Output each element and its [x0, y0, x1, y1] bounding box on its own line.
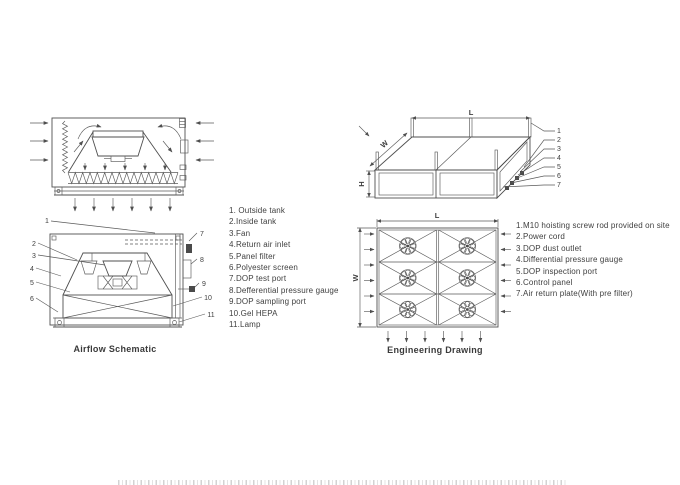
return-filter-coil: [61, 120, 69, 174]
callout-1: 1: [45, 218, 49, 225]
dimension-L: L: [376, 211, 499, 227]
iso-callout-3: 3: [557, 146, 561, 153]
parts-list-item: 4.Differential pressure gauge: [516, 255, 623, 265]
parts-list-item: 3.Fan: [229, 228, 251, 238]
engineering-drawing-caption: Engineering Drawing: [387, 345, 483, 355]
unit-body: [49, 233, 184, 326]
dimension-W: W: [369, 132, 408, 167]
engineering-drawing-top-view: L W: [351, 211, 511, 343]
cell-cross-braces: [378, 229, 497, 326]
parts-list-item: 2.Power cord: [516, 232, 565, 242]
fan-plenum: [68, 130, 172, 173]
callout-leader-lines: [35, 220, 206, 323]
parts-list-item: 5.DOP inspection port: [516, 266, 598, 276]
callout-numbers: 1 2 3 4 5 6 7: [557, 128, 561, 189]
airflow-schematic-diagram: 1 2 3 4 5 6 7 8 9 10 11: [30, 218, 215, 328]
callout-numbers: 1 2 3 4 5 6 7 8 9 10 11: [30, 218, 215, 319]
hoisting-rods: [375, 117, 532, 171]
parts-list-left: 1. Outside tank 2.Inside tank 3.Fan 4.Re…: [229, 205, 339, 330]
callout-11: 11: [207, 312, 214, 319]
iso-callout-5: 5: [557, 164, 561, 171]
parts-list-item: 7.DOP test port: [229, 274, 287, 284]
right-edge-fittings: [178, 244, 195, 292]
iso-callout-1: 1: [557, 128, 561, 135]
isometric-engineering-drawing: L W H 1: [357, 108, 561, 200]
dim-H-label: H: [357, 181, 366, 186]
iso-callout-4: 4: [557, 155, 561, 162]
downflow-arrows-internal: [83, 163, 167, 171]
parts-list-item: 1.M10 hoisting screw rod provided on sit…: [516, 221, 670, 230]
airflow-direction-diagram: [30, 117, 214, 212]
callout-8: 8: [200, 257, 204, 264]
parts-list-item: 1. Outside tank: [229, 206, 286, 215]
dim-L-label: L: [435, 211, 440, 220]
iso-callout-6: 6: [557, 173, 561, 180]
parts-list-right: 1.M10 hoisting screw rod provided on sit…: [516, 220, 670, 300]
unit-frame: [376, 227, 499, 328]
hepa-filter-zigzag: [67, 171, 179, 185]
callout-9: 9: [202, 281, 206, 288]
callout-7: 7: [200, 231, 204, 238]
side-inlet-arrows: [364, 232, 511, 314]
right-edge-fittings: [179, 118, 189, 181]
fan-symbols: [399, 237, 477, 319]
bottom-tray-with-lamps: [53, 317, 182, 328]
cropped-text-bottom-edge: [118, 480, 566, 485]
parts-list-item: 9.DOP sampling port: [229, 297, 306, 307]
side-inlet-arrows: [30, 121, 214, 162]
callout-2: 2: [32, 241, 36, 248]
parts-list-item: 7.Air return plate(With pre filter): [516, 289, 633, 299]
callout-leader-lines: [502, 122, 555, 188]
parts-list-item: 4.Return air inlet: [229, 240, 291, 250]
dim-W-label: W: [379, 138, 391, 150]
dimension-W: W: [351, 227, 376, 328]
hepa-filter-box: [62, 294, 173, 319]
callout-4: 4: [30, 266, 34, 273]
dimension-L: L: [411, 108, 531, 120]
iso-callout-2: 2: [557, 137, 561, 144]
outlet-arrows-bottom: [73, 198, 172, 212]
parts-list-item: 11.Lamp: [229, 320, 261, 330]
parts-list-item: 10.Gel HEPA: [229, 308, 278, 318]
callout-5: 5: [30, 280, 34, 287]
dimension-H: H: [357, 170, 375, 198]
parts-list-item: 6.Control panel: [516, 278, 573, 288]
view-direction-arrow: [358, 125, 370, 137]
iso-callout-7: 7: [557, 182, 561, 189]
inner-tank-plenum: [62, 252, 173, 296]
outlet-arrows-bottom: [386, 331, 483, 343]
parts-list-item: 8.Defferential pressure gauge: [229, 285, 339, 295]
pre-filter-mesh-panels: [378, 141, 528, 196]
circulation-arrows: [73, 123, 182, 153]
callout-3: 3: [32, 253, 36, 260]
parts-list-item: 5.Panel filter: [229, 251, 276, 261]
dim-W-label: W: [351, 274, 360, 282]
dim-L-label: L: [469, 108, 474, 117]
airflow-schematic-caption: Airflow Schematic: [73, 344, 157, 354]
parts-list-item: 6.Polyester screen: [229, 263, 298, 273]
callout-10: 10: [204, 295, 212, 302]
unit-body: [51, 117, 186, 196]
parts-list-item: 3.DOP dust outlet: [516, 243, 582, 253]
fan-assembly: [80, 260, 152, 290]
parts-list-item: 2.Inside tank: [229, 217, 277, 227]
callout-6: 6: [30, 296, 34, 303]
